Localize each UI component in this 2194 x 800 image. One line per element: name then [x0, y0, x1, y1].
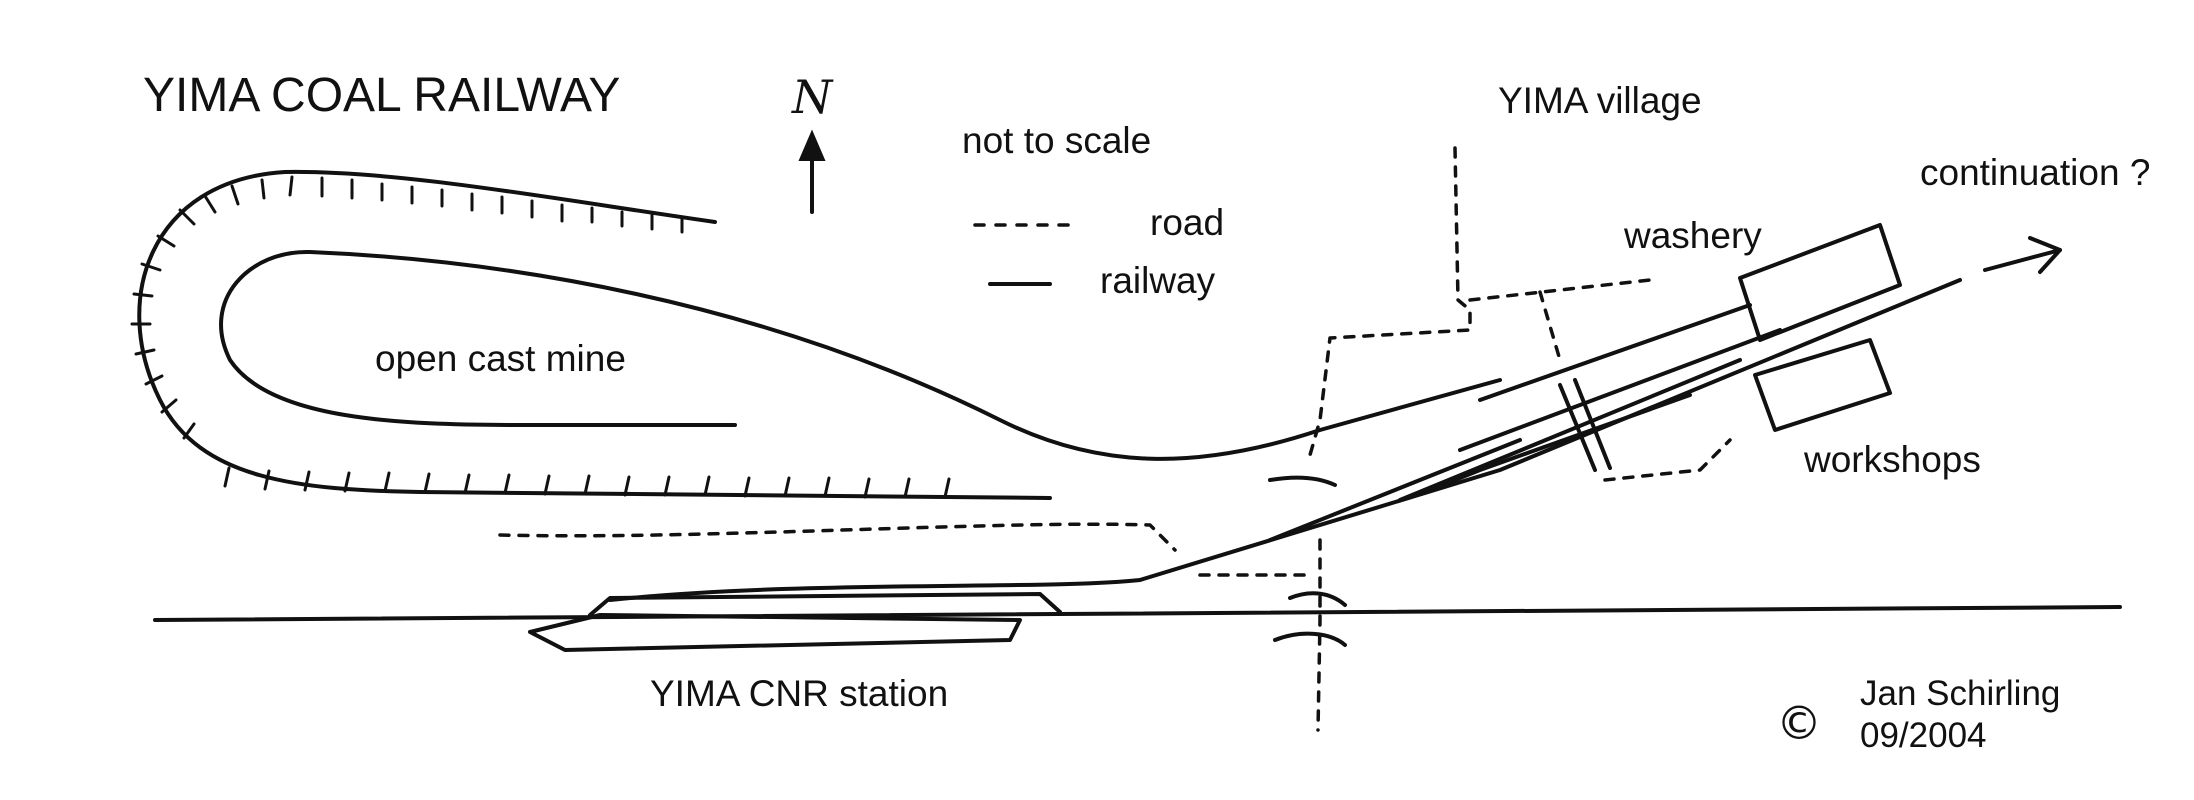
washery-building	[1738, 223, 1902, 342]
station-label: YIMA CNR station	[650, 673, 949, 714]
continuation-arrow	[1983, 236, 2062, 274]
workshops-building	[1753, 338, 1892, 432]
cnr-main-line	[153, 605, 2122, 622]
author-credit: Jan Schirling	[1860, 674, 2061, 713]
road-workshops	[1603, 438, 1732, 482]
mine-label: open cast mine	[375, 338, 626, 379]
map-title: YIMA COAL RAILWAY	[143, 69, 621, 122]
legend-railway-label: railway	[1100, 260, 1216, 301]
washery-label: washery	[1624, 215, 1762, 256]
washery-bridge	[1558, 378, 1612, 472]
road-bend-1	[1268, 475, 1337, 487]
station-connector-railway	[608, 278, 1962, 602]
legend-road-label: road	[1150, 202, 1225, 243]
road-to-village	[1308, 146, 1472, 457]
mine-hachures	[130, 175, 951, 499]
yard-track-4	[1478, 303, 1752, 402]
north-arrow-head	[798, 129, 826, 161]
mine-outer-edge	[137, 169, 1052, 500]
credit-date: 09/2004	[1860, 716, 1987, 755]
bridge-south	[1273, 631, 1347, 647]
yard-track-3	[1458, 328, 1782, 452]
bridge-north	[1288, 591, 1347, 607]
station-platform	[528, 613, 1022, 652]
copyright-icon: ©	[1776, 696, 1822, 750]
station-siding	[588, 592, 1062, 617]
north-label: N	[792, 70, 833, 124]
mine-loop-railway	[219, 249, 1502, 461]
yard-siding	[1428, 393, 1692, 492]
yard-track-2	[1398, 358, 1742, 502]
continuation-label: continuation ?	[1920, 152, 2151, 193]
road-west	[498, 522, 1177, 552]
scale-note: not to scale	[962, 120, 1152, 161]
road-east	[1468, 278, 1652, 302]
road-south	[1316, 538, 1322, 732]
village-label: YIMA village	[1498, 80, 1702, 121]
road-washery	[1538, 290, 1562, 362]
workshops-label: workshops	[1804, 439, 1981, 480]
yard-track-1	[1268, 438, 1522, 542]
